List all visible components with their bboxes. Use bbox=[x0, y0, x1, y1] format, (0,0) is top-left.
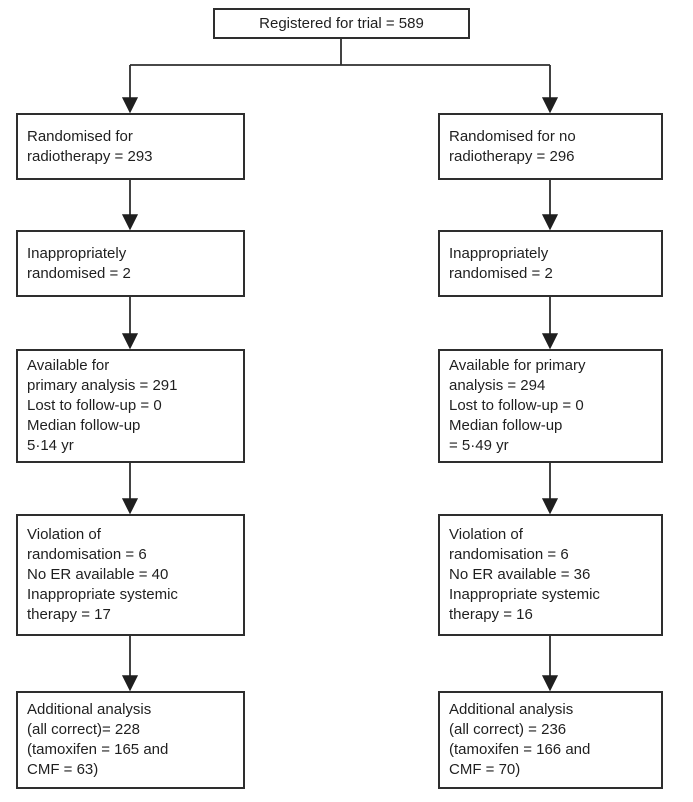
box-text-line: analysis = 294 bbox=[449, 377, 546, 394]
box-text-line: Lost to follow-up = 0 bbox=[449, 397, 584, 414]
box-text-line: (all correct)= 228 bbox=[27, 721, 140, 738]
box-right-violations: Violation of randomisation = 6 No ER ava… bbox=[438, 514, 663, 636]
box-text-line: Lost to follow-up = 0 bbox=[27, 397, 162, 414]
box-left-additional-analysis: Additional analysis (all correct)= 228 (… bbox=[16, 691, 245, 789]
box-text-line: (tamoxifen = 165 and bbox=[27, 741, 169, 758]
box-text-line: Additional analysis bbox=[27, 701, 152, 718]
box-text-line: CMF = 63) bbox=[27, 761, 99, 778]
box-text-line: (all correct) = 236 bbox=[449, 721, 567, 738]
box-text-line: Violation of bbox=[27, 526, 101, 543]
box-text-line: randomised = 2 bbox=[27, 264, 131, 282]
box-registered-text: Registered for trial = 589 bbox=[259, 14, 424, 32]
box-text-line: Median follow-up bbox=[27, 417, 141, 434]
box-text-line: CMF = 70) bbox=[449, 761, 521, 778]
box-text-line: Randomised for no bbox=[449, 127, 576, 145]
box-text-line: Inappropriately bbox=[449, 244, 549, 262]
box-text-line: Violation of bbox=[449, 526, 523, 543]
box-left-violations: Violation of randomisation = 6 No ER ava… bbox=[16, 514, 245, 636]
box-text-line: randomised = 2 bbox=[449, 264, 553, 282]
box-text-line: No ER available = 36 bbox=[449, 566, 591, 583]
box-text-line: Inappropriate systemic bbox=[449, 586, 600, 603]
box-right-inappropriately-randomised: Inappropriately randomised = 2 bbox=[438, 230, 663, 297]
box-text-line: Median follow-up bbox=[449, 417, 563, 434]
box-text-line: radiotherapy = 296 bbox=[449, 147, 575, 165]
box-text-line: Additional analysis bbox=[449, 701, 574, 718]
box-left-inappropriately-randomised: Inappropriately randomised = 2 bbox=[16, 230, 245, 297]
box-text-line: therapy = 16 bbox=[449, 606, 533, 623]
box-text-line: randomisation = 6 bbox=[449, 546, 569, 563]
box-text-line: 5·14 yr bbox=[27, 437, 74, 454]
box-text-line: therapy = 17 bbox=[27, 606, 111, 623]
box-text-line: Randomised for bbox=[27, 127, 133, 145]
box-text-line: (tamoxifen = 166 and bbox=[449, 741, 591, 758]
box-right-randomised: Randomised for no radiotherapy = 296 bbox=[438, 113, 663, 180]
box-text-line: primary analysis = 291 bbox=[27, 377, 178, 394]
box-text-line: Inappropriate systemic bbox=[27, 586, 178, 603]
box-right-additional-analysis: Additional analysis (all correct) = 236 … bbox=[438, 691, 663, 789]
box-text-line: Available for bbox=[27, 357, 110, 374]
box-text-line: Available for primary bbox=[449, 357, 586, 374]
box-registered: Registered for trial = 589 bbox=[213, 8, 470, 39]
box-left-available-primary-analysis: Available for primary analysis = 291 Los… bbox=[16, 349, 245, 463]
box-text-line: radiotherapy = 293 bbox=[27, 147, 153, 165]
box-text-line: = 5·49 yr bbox=[449, 437, 509, 454]
box-text-line: Inappropriately bbox=[27, 244, 127, 262]
box-right-available-primary-analysis: Available for primary analysis = 294 Los… bbox=[438, 349, 663, 463]
box-left-randomised: Randomised for radiotherapy = 293 bbox=[16, 113, 245, 180]
box-text-line: randomisation = 6 bbox=[27, 546, 147, 563]
box-text-line: No ER available = 40 bbox=[27, 566, 169, 583]
